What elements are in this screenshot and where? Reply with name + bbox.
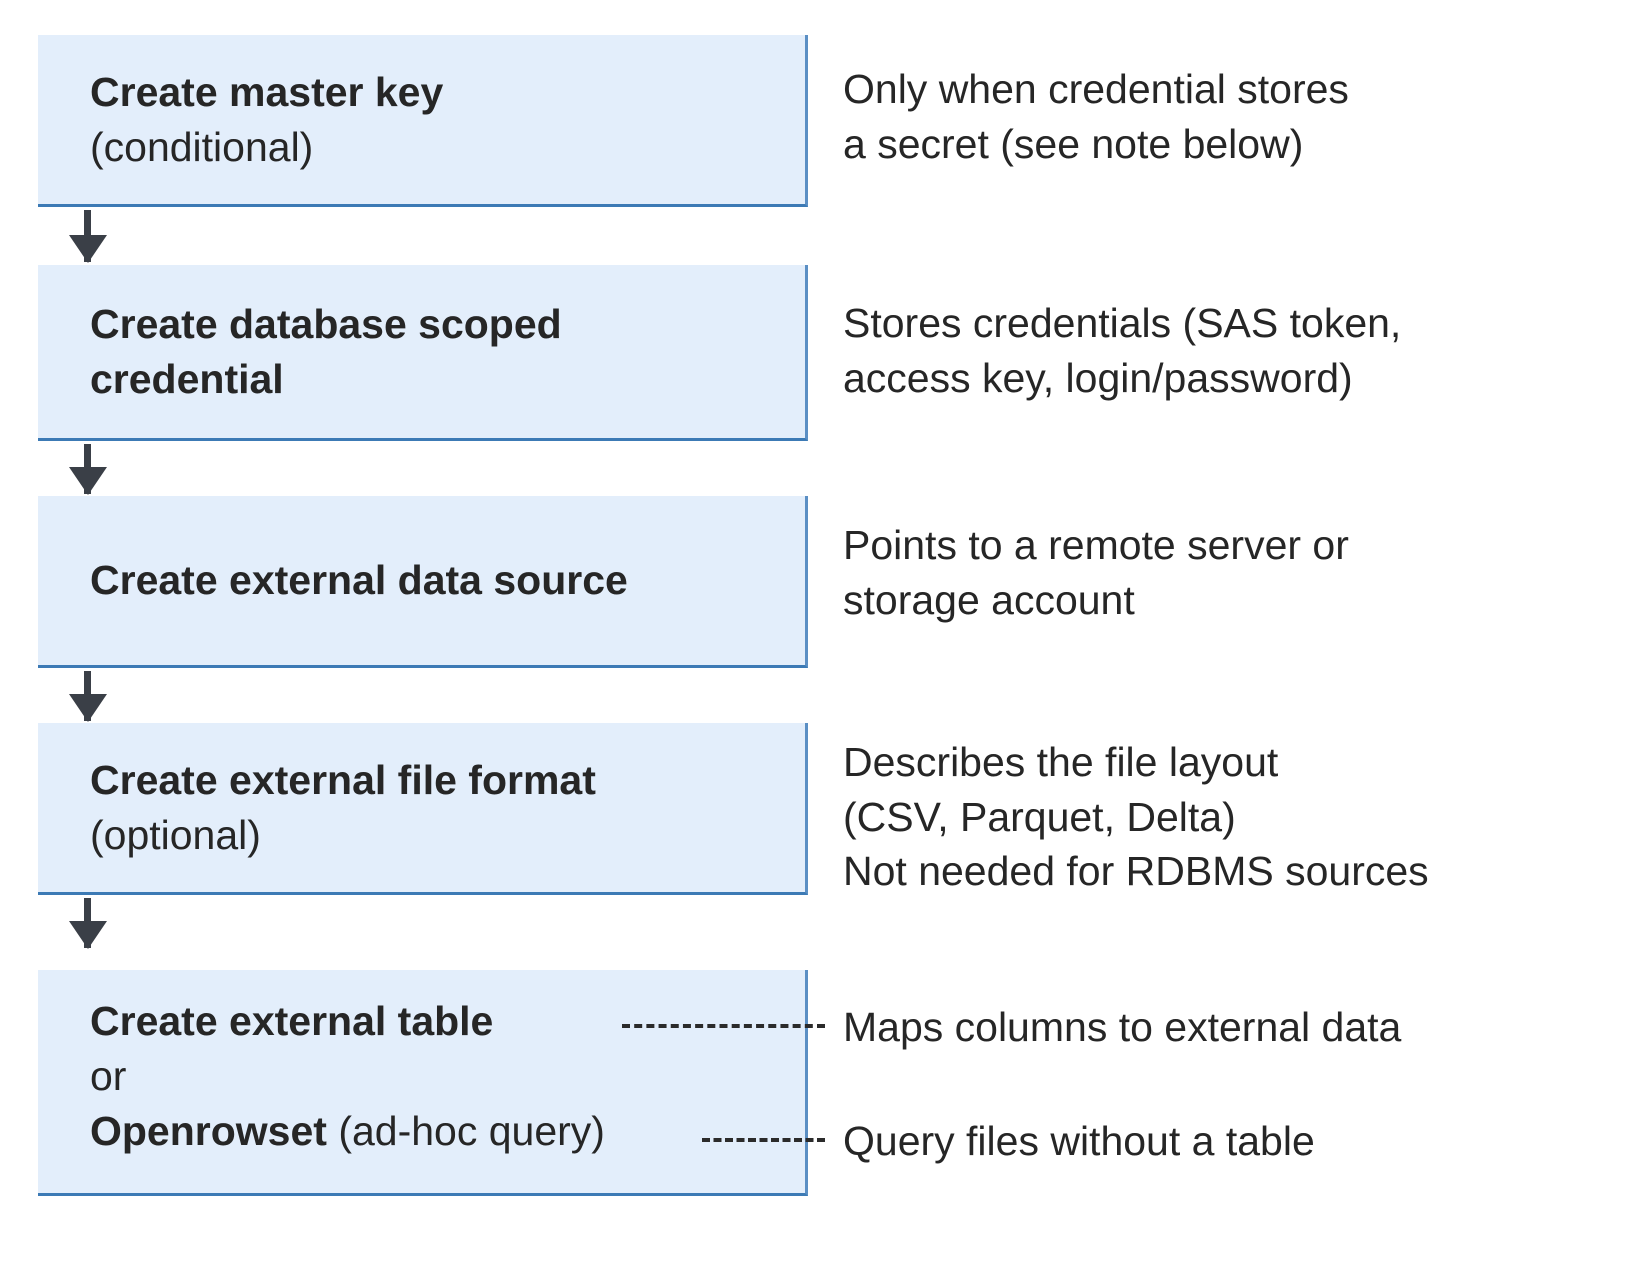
step-label-create-external-table: Create external table	[90, 998, 494, 1044]
step-label-primary: Create external data source	[90, 557, 628, 604]
flow-arrow-down-icon	[84, 671, 91, 721]
note-line: Not needed for RDBMS sources	[843, 848, 1429, 895]
step-label-secondary: (conditional)	[90, 123, 314, 170]
step-box-create-external-data-source[interactable]: Create external data source	[38, 496, 808, 668]
step-label-primary: Create database scoped	[90, 300, 562, 347]
step-box-create-external-file-format[interactable]: Create external file format (optional)	[38, 723, 808, 895]
step-label-secondary: credential	[90, 355, 284, 402]
note-line: Maps columns to external data	[843, 1004, 1402, 1050]
note-line: Only when credential stores	[843, 66, 1349, 112]
openrowset-qualifier: (ad-hoc query)	[326, 1107, 605, 1154]
step-note-create-external-file-format: Describes the file layout (CSV, Parquet,…	[843, 735, 1429, 899]
dashed-connector-external-table	[622, 1024, 825, 1028]
step-box-create-database-scoped-credential[interactable]: Create database scoped credential	[38, 265, 808, 441]
step-label-secondary: (optional)	[90, 811, 261, 858]
note-maps-columns-to-external-data: Maps columns to external data	[843, 1000, 1401, 1055]
dashed-connector-openrowset	[702, 1138, 825, 1142]
step-label-or: or	[90, 1052, 127, 1099]
step-label-openrowset: Openrowset (ad-hoc query)	[90, 1104, 789, 1159]
note-line: Describes the file layout	[843, 739, 1279, 785]
note-line: a secret (see note below)	[843, 120, 1304, 167]
note-line: storage account	[843, 576, 1135, 623]
flow-arrow-down-icon	[84, 210, 91, 262]
note-line: Stores credentials (SAS token,	[843, 300, 1402, 346]
step-label-primary: Create master key	[90, 68, 444, 115]
note-line: (CSV, Parquet, Delta)	[843, 793, 1236, 840]
note-query-files-without-a-table: Query files without a table	[843, 1114, 1315, 1169]
flow-arrow-down-icon	[84, 444, 91, 494]
note-line: access key, login/password)	[843, 354, 1353, 401]
step-note-create-master-key: Only when credential stores a secret (se…	[843, 62, 1349, 171]
step-label-primary: Create external file format	[90, 756, 596, 803]
openrowset-keyword: Openrowset	[90, 1107, 327, 1154]
step-box-create-master-key[interactable]: Create master key (conditional)	[38, 35, 808, 207]
step-note-create-database-scoped-credential: Stores credentials (SAS token, access ke…	[843, 296, 1401, 405]
step-note-create-external-data-source: Points to a remote server or storage acc…	[843, 518, 1349, 627]
step-box-create-external-table-or-openrowset[interactable]: Create external table or Openrowset (ad-…	[38, 970, 808, 1196]
flow-arrow-down-icon	[84, 898, 91, 948]
note-line: Points to a remote server or	[843, 522, 1349, 568]
note-line: Query files without a table	[843, 1118, 1315, 1164]
